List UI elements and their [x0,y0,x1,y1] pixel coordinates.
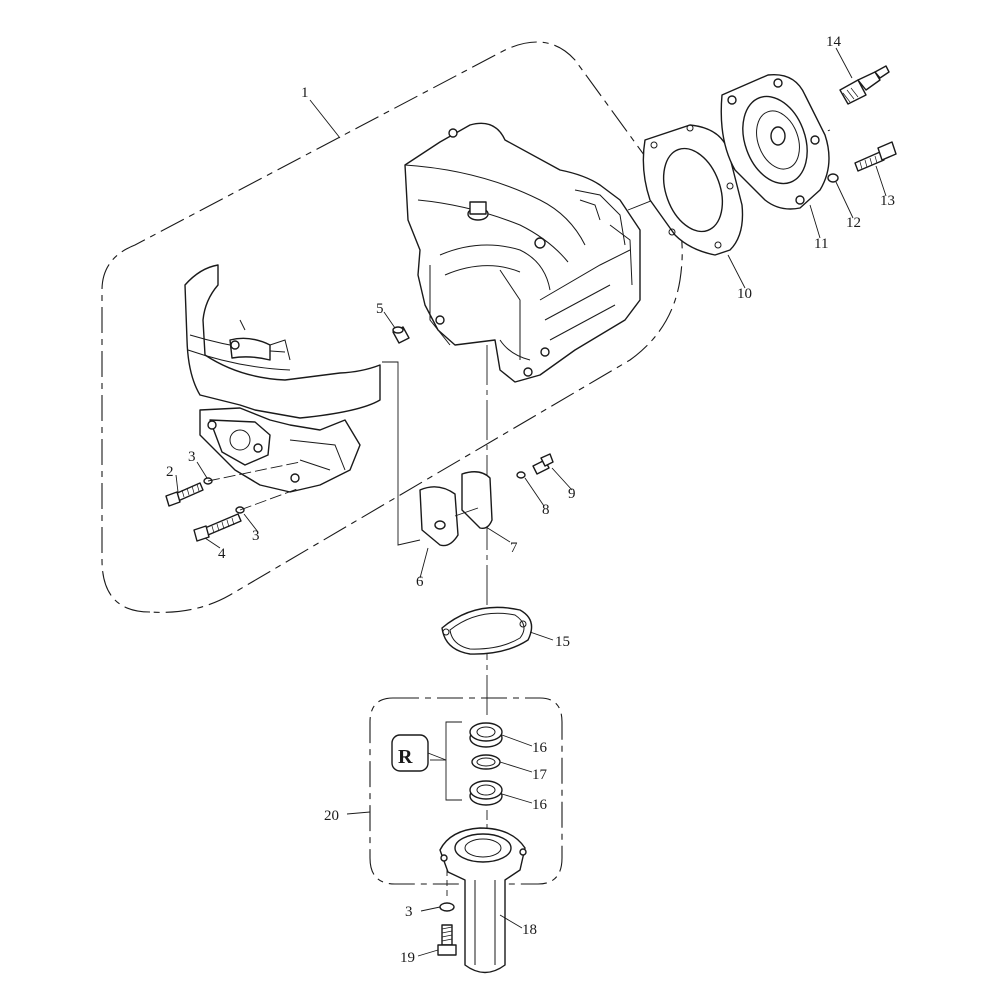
callout-4: 4 [218,546,226,562]
callout-1: 1 [301,85,309,101]
assembly-group-20-outline [369,697,563,885]
housing-screw [437,924,457,956]
oil-seal-lower [469,780,503,806]
callout-19: 19 [400,950,415,966]
callout-17: 17 [532,767,548,783]
callout-15: 15 [555,634,570,650]
lower-gasket [441,606,533,655]
reed-washer [516,471,526,479]
inset-label-r: R [398,746,413,768]
callout-13: 13 [880,193,895,209]
reed-screw [532,453,554,475]
callout-16-lower: 16 [532,797,548,813]
callout-3-housing: 3 [405,904,413,920]
callout-11: 11 [814,236,828,252]
callout-3-upper: 3 [188,449,196,465]
spark-plug [839,65,890,105]
callout-5: 5 [376,301,384,317]
seal-set-bracket [445,721,462,801]
crankcase-bolt-short [165,482,204,507]
o-ring [471,754,501,770]
lower-housing [439,827,527,974]
cylinder-head [720,73,830,210]
callout-18: 18 [522,922,537,938]
seal-orientation-inset: R [391,734,447,772]
head-washer [827,173,839,183]
callout-6: 6 [416,574,424,590]
callout-10: 10 [737,286,752,302]
reed-valve [419,471,493,547]
head-bolt [854,141,897,172]
reed-bracket [382,361,421,546]
callout-7: 7 [510,540,518,556]
callout-8: 8 [542,502,550,518]
callout-12: 12 [846,215,861,231]
callout-2: 2 [166,464,174,480]
callout-20: 20 [324,808,339,824]
callout-16-upper: 16 [532,740,548,756]
crankcase-bolt-long [193,513,242,542]
washer-housing [439,902,455,912]
dowel-pin [392,326,410,344]
bolt-axis-lower [239,487,301,511]
head-gasket [642,124,744,256]
callout-3-lower: 3 [252,528,260,544]
crankcase-lower-half [184,264,381,493]
callout-9: 9 [568,486,576,502]
callout-14: 14 [826,34,842,50]
oil-seal-upper [469,722,503,748]
crankcase-block [404,122,641,383]
assembly-group-1-outline [101,41,683,613]
